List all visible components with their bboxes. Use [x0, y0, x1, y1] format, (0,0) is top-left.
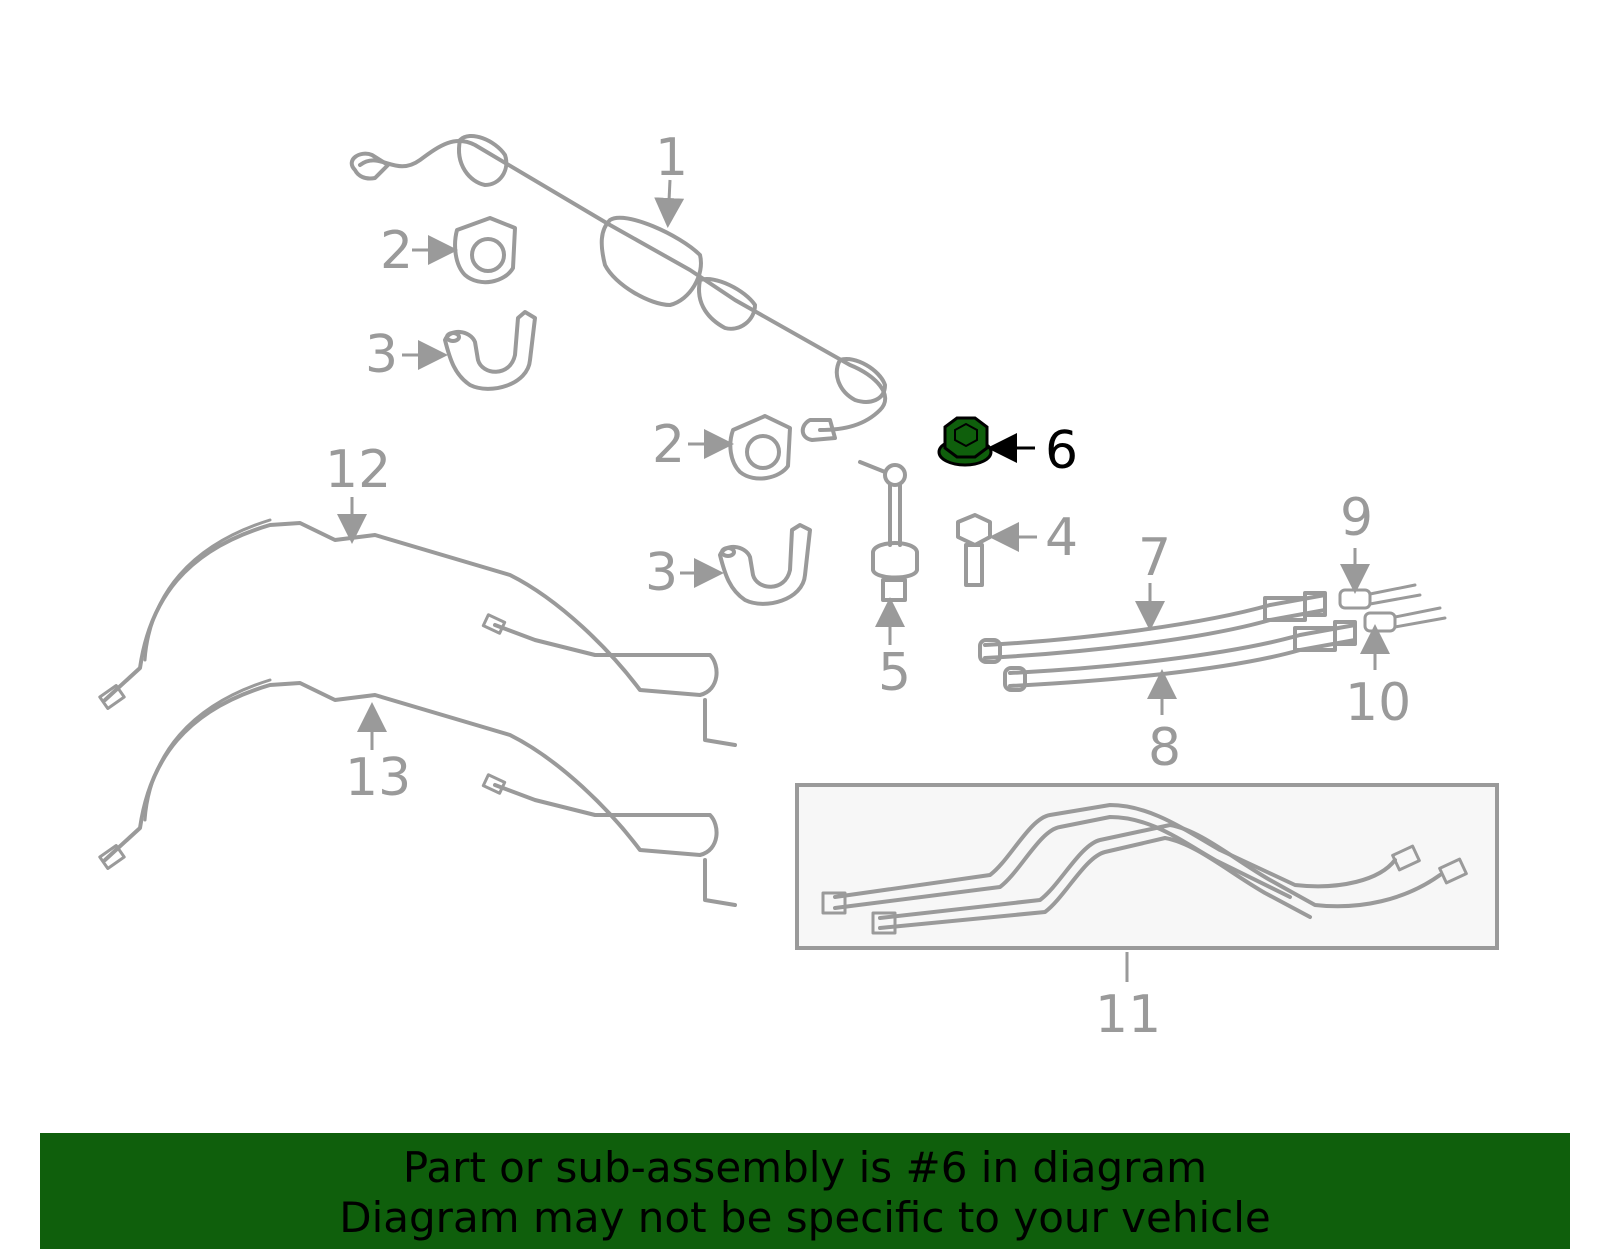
harness-13[interactable]	[98, 678, 737, 907]
harness-12[interactable]	[98, 518, 737, 747]
callout-3a: 3	[365, 325, 398, 385]
banner-line-2: Diagram may not be specific to your vehi…	[339, 1193, 1271, 1242]
bracket-lower[interactable]	[718, 523, 812, 606]
callout-7: 7	[1138, 528, 1171, 588]
stabilizer-bar[interactable]	[349, 134, 888, 442]
callout-1: 1	[655, 128, 688, 188]
stabilizer-link[interactable]	[858, 460, 919, 602]
hose-7[interactable]	[978, 591, 1327, 664]
info-banner: Part or sub-assembly is #6 in diagram Di…	[40, 1133, 1570, 1249]
hose-8[interactable]	[1003, 620, 1357, 692]
connector-10[interactable]	[1363, 606, 1447, 633]
connector-9[interactable]	[1338, 583, 1422, 610]
callout-5: 5	[878, 643, 911, 703]
callout-3b: 3	[645, 543, 678, 603]
assembly-11-box[interactable]	[795, 783, 1499, 950]
bracket-upper[interactable]	[443, 310, 537, 391]
bushing-lower[interactable]	[728, 414, 792, 481]
callout-4: 4	[1045, 508, 1078, 568]
callout-12: 12	[325, 440, 391, 500]
callout-6: 6	[1045, 421, 1078, 481]
callout-9: 9	[1340, 488, 1373, 548]
arrow-1	[654, 179, 685, 228]
flange-nut-highlighted[interactable]	[937, 416, 993, 467]
callout-11: 11	[1095, 985, 1161, 1045]
callout-10: 10	[1345, 673, 1411, 733]
callout-13: 13	[345, 748, 411, 808]
callout-8: 8	[1148, 718, 1181, 778]
callout-2a: 2	[380, 221, 413, 281]
bolt[interactable]	[956, 513, 992, 587]
callout-2b: 2	[652, 415, 685, 475]
banner-line-1: Part or sub-assembly is #6 in diagram	[402, 1143, 1208, 1192]
bushing-upper[interactable]	[453, 216, 517, 285]
